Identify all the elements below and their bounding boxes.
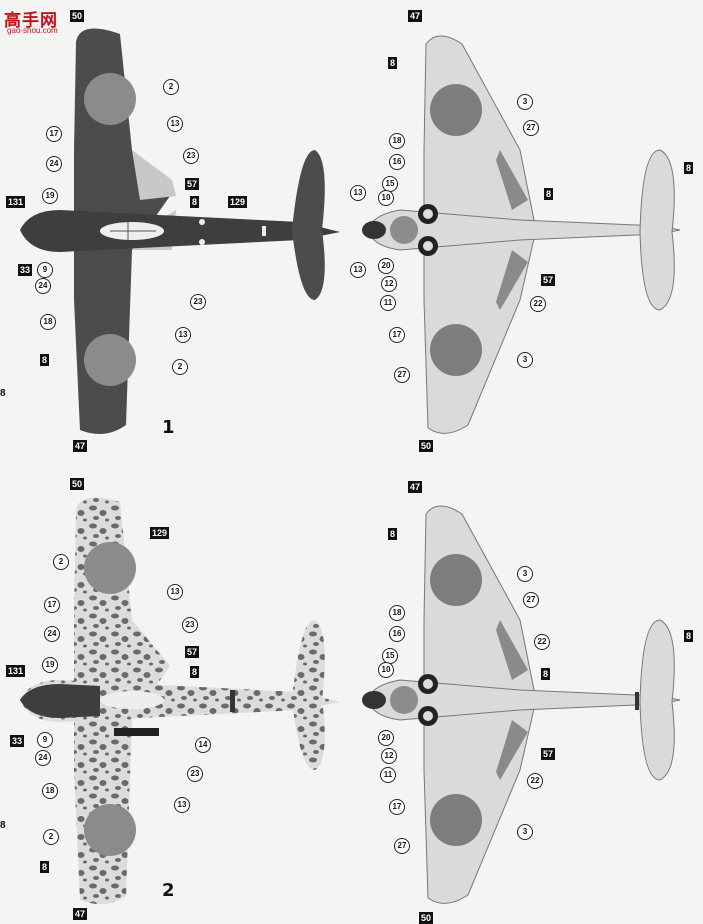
decal-callout-18: 18 [389,133,405,149]
decal-callout-50: 50 [419,440,434,452]
decal-callout-13: 13 [350,262,366,278]
decal-callout-8: 8 [541,668,551,680]
decal-callout-23: 23 [183,148,199,164]
decal-callout-47: 47 [73,440,88,452]
decal-callout-17: 17 [389,327,405,343]
decal-callout-27: 27 [523,120,539,136]
decal-callout-24: 24 [35,750,51,766]
decal-callout-8: 8 [684,162,694,174]
decal-callout-2: 2 [53,554,69,570]
decal-callout-23: 23 [182,617,198,633]
decal-callout-33: 33 [18,264,33,276]
decal-callout-18: 18 [389,605,405,621]
decal-callout-13: 13 [167,116,183,132]
decal-callout-3: 3 [517,352,533,368]
decal-callout-11: 11 [380,767,396,783]
decal-callout-12: 12 [381,748,397,764]
decal-callout-16: 16 [389,154,405,170]
decal-callout-47: 47 [408,481,423,493]
scheme2-upper-view [20,497,340,905]
decal-callout-13: 13 [350,185,366,201]
decal-callout-12: 12 [381,276,397,292]
decal-callout-2: 2 [163,79,179,95]
decal-callout-8: 8 [684,630,694,642]
decal-callout-22: 22 [534,634,550,650]
site-logo: 高手网 gao-shou.com [4,6,74,36]
scheme1-lower-view [362,35,681,434]
decal-callout-24: 24 [46,156,62,172]
decal-callout-23: 23 [190,294,206,310]
decal-callout-13: 13 [167,584,183,600]
decal-callout-10: 10 [378,190,394,206]
decal-callout-8: 8 [190,196,200,208]
decal-callout-27: 27 [523,592,539,608]
decal-callout-131: 131 [6,196,26,208]
decal-callout-17: 17 [389,799,405,815]
decal-callout-22: 22 [527,773,543,789]
decal-callout-57: 57 [185,646,200,658]
decal-callout-17: 17 [44,597,60,613]
decal-callout-18: 18 [40,314,56,330]
decal-callout-57: 57 [541,748,556,760]
decal-callout-8: 8 [388,528,398,540]
edge-mark: 8 [0,820,6,831]
decal-callout-129: 129 [228,196,248,208]
decal-callout-57: 57 [185,178,200,190]
decal-callout-13: 13 [174,797,190,813]
decal-callout-8: 8 [190,666,200,678]
decal-callout-3: 3 [517,824,533,840]
logo-url: gao-shou.com [7,26,58,35]
decal-callout-57: 57 [541,274,556,286]
decal-callout-8: 8 [388,57,398,69]
decal-callout-10: 10 [378,662,394,678]
decal-callout-11: 11 [380,295,396,311]
decal-callout-9: 9 [37,732,53,748]
decal-callout-17: 17 [46,126,62,142]
decal-callout-14: 14 [195,737,211,753]
scheme1-upper-view [20,28,340,435]
decal-callout-27: 27 [394,367,410,383]
decal-callout-20: 20 [378,258,394,274]
decal-callout-9: 9 [37,262,53,278]
scheme-number-1: 1 [162,417,175,438]
logo-text: 高手网 [4,11,58,31]
decal-callout-47: 47 [73,908,88,920]
decal-callout-2: 2 [43,829,59,845]
edge-mark: 8 [0,388,6,399]
decal-callout-8: 8 [544,188,554,200]
decal-callout-8: 8 [40,861,50,873]
decal-callout-8: 8 [40,354,50,366]
decal-callout-3: 3 [517,566,533,582]
decal-callout-50: 50 [419,912,434,924]
decal-callout-131: 131 [6,665,26,677]
decal-callout-13: 13 [175,327,191,343]
decal-callout-27: 27 [394,838,410,854]
decal-callout-2: 2 [172,359,188,375]
decal-callout-19: 19 [42,188,58,204]
decal-callout-47: 47 [408,10,423,22]
decal-callout-23: 23 [187,766,203,782]
decal-callout-16: 16 [389,626,405,642]
decal-callout-33: 33 [10,735,25,747]
decal-callout-15: 15 [382,176,398,192]
decal-callout-3: 3 [517,94,533,110]
decal-callout-129: 129 [150,527,170,539]
decal-callout-50: 50 [70,478,85,490]
decal-callout-22: 22 [530,296,546,312]
decal-callout-50: 50 [70,10,85,22]
decal-callout-24: 24 [44,626,60,642]
scheme-number-2: 2 [162,880,175,901]
decal-callout-20: 20 [378,730,394,746]
decal-callout-19: 19 [42,657,58,673]
scheme2-lower-view [362,505,681,904]
decal-callout-18: 18 [42,783,58,799]
decal-callout-24: 24 [35,278,51,294]
